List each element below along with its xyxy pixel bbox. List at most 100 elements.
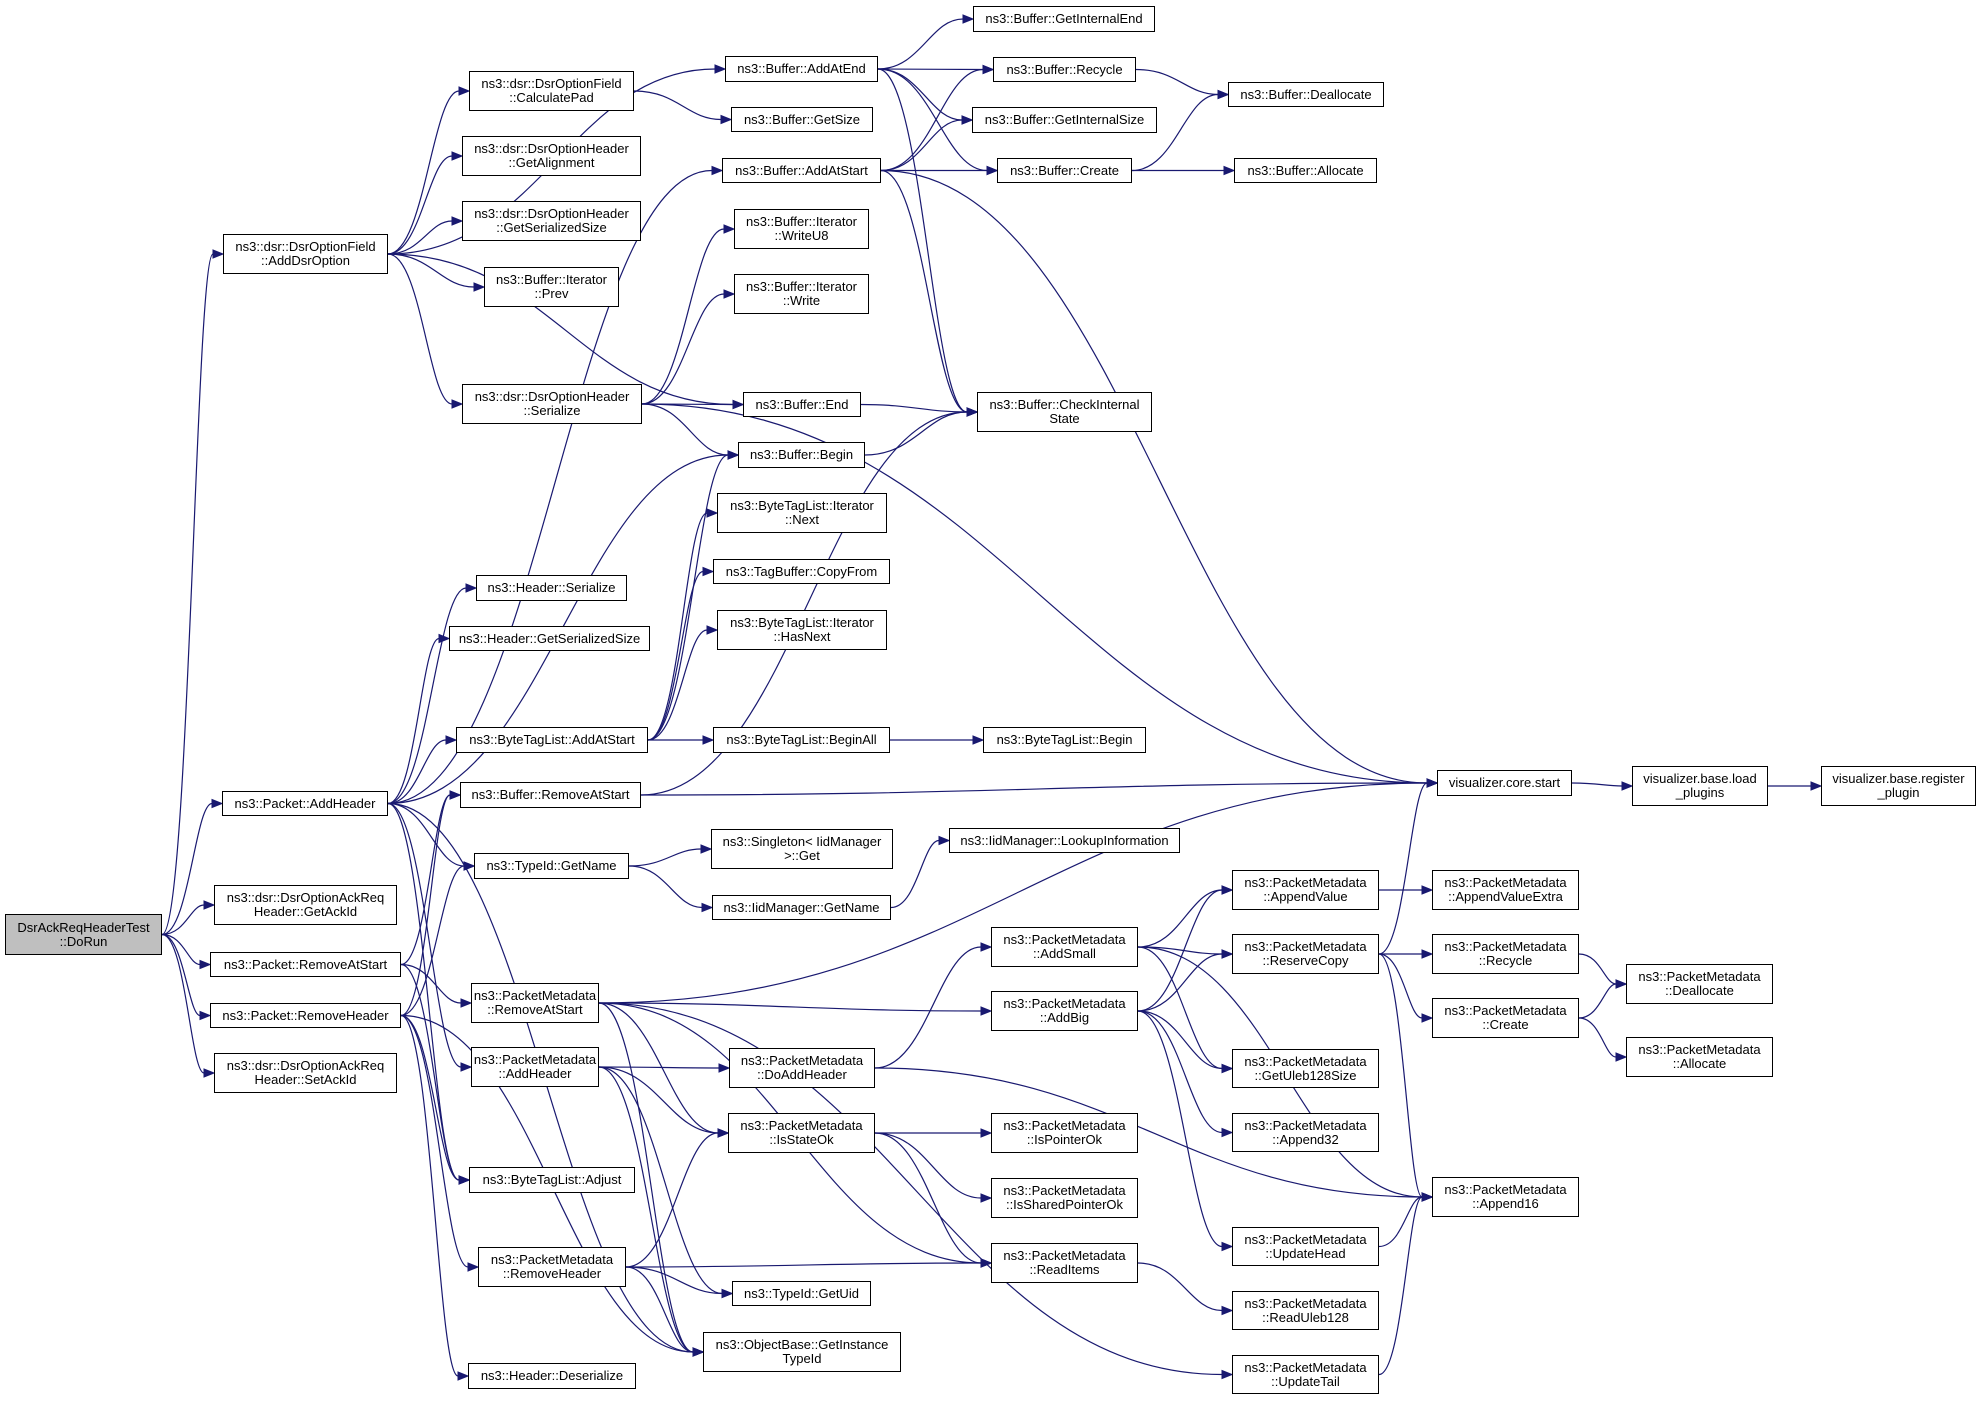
graph-node-iid-lookupinformation[interactable]: ns3::IidManager::LookupInformation: [949, 828, 1180, 853]
graph-node-pm-appendvalue[interactable]: ns3::PacketMetadata ::AppendValue: [1232, 870, 1379, 910]
graph-node-btl-adjust[interactable]: ns3::ByteTagList::Adjust: [469, 1167, 635, 1193]
edge-btl_addatstart-to-tagbuffer_copyfrom: [647, 570, 704, 741]
graph-node-iter-prev[interactable]: ns3::Buffer::Iterator ::Prev: [484, 267, 619, 307]
graph-node-pm-recycle[interactable]: ns3::PacketMetadata ::Recycle: [1432, 934, 1579, 974]
graph-node-hdr-serialize[interactable]: ns3::Header::Serialize: [476, 575, 627, 601]
arrowhead-icon: [732, 399, 745, 410]
graph-node-pm-append16[interactable]: ns3::PacketMetadata ::Append16: [1432, 1177, 1579, 1217]
edge-pm_doaddheader-to-pm_addsmall: [874, 946, 982, 1069]
graph-node-buf-recycle[interactable]: ns3::Buffer::Recycle: [993, 57, 1136, 82]
graph-node-pm-reservecopy[interactable]: ns3::PacketMetadata ::ReserveCopy: [1232, 934, 1379, 974]
graph-node-buf-getsize[interactable]: ns3::Buffer::GetSize: [731, 107, 873, 132]
graph-node-pm-addsmall[interactable]: ns3::PacketMetadata ::AddSmall: [991, 927, 1138, 967]
arrowhead-icon: [1421, 1013, 1434, 1023]
arrowhead-icon: [460, 1062, 473, 1072]
graph-node-pm-doaddheader[interactable]: ns3::PacketMetadata ::DoAddHeader: [729, 1048, 875, 1088]
graph-node-pkt-removeatstart[interactable]: ns3::Packet::RemoveAtStart: [210, 952, 401, 977]
graph-node-pm-readuleb128[interactable]: ns3::PacketMetadata ::ReadUleb128: [1232, 1291, 1379, 1330]
graph-node-setackid[interactable]: ns3::dsr::DsrOptionAckReq Header::SetAck…: [214, 1053, 397, 1093]
graph-node-buf-addatstart[interactable]: ns3::Buffer::AddAtStart: [722, 158, 881, 183]
arrowhead-icon: [701, 902, 714, 913]
graph-node-hdr-getserializedsize[interactable]: ns3::Header::GetSerializedSize: [449, 626, 650, 651]
graph-node-buf-begin[interactable]: ns3::Buffer::Begin: [738, 442, 865, 468]
arrowhead-icon: [1217, 89, 1230, 100]
edge-iid_getname-to-iid_lookupinformation: [890, 839, 940, 909]
edge-dorun-to-pkt_removeheader: [161, 933, 201, 1017]
graph-node-hdr-deserialize[interactable]: ns3::Header::Deserialize: [468, 1363, 636, 1389]
graph-node-calculatepad[interactable]: ns3::dsr::DsrOptionField ::CalculatePad: [469, 71, 634, 111]
graph-node-dorun[interactable]: DsrAckReqHeaderTest ::DoRun: [5, 914, 162, 955]
graph-node-pm-removeheader[interactable]: ns3::PacketMetadata ::RemoveHeader: [478, 1247, 626, 1287]
edge-pm_create-to-pm_allocate: [1578, 1017, 1617, 1058]
graph-node-btliter-hasnext[interactable]: ns3::ByteTagList::Iterator ::HasNext: [717, 610, 887, 650]
edge-typeid_getname-to-iid_getname: [628, 865, 703, 909]
graph-node-pm-issharedpointerok[interactable]: ns3::PacketMetadata ::IsSharedPointerOk: [991, 1178, 1138, 1218]
graph-node-pm-allocate[interactable]: ns3::PacketMetadata ::Allocate: [1626, 1037, 1773, 1077]
graph-node-vis-load-plugins[interactable]: visualizer.base.load _plugins: [1632, 766, 1768, 806]
graph-node-buf-getinternalend[interactable]: ns3::Buffer::GetInternalEnd: [973, 6, 1155, 32]
edge-pm_addbig-to-pm_reservecopy: [1137, 953, 1223, 1012]
edge-dorun-to-pkt_removeatstart: [161, 933, 201, 966]
edge-btl_addatstart-to-buf_begin: [647, 454, 729, 741]
graph-node-pm-getuleb128size[interactable]: ns3::PacketMetadata ::GetUleb128Size: [1232, 1049, 1379, 1088]
edge-pkt_removeheader-to-btl_adjust: [400, 1014, 460, 1181]
graph-node-pm-readitems[interactable]: ns3::PacketMetadata ::ReadItems: [991, 1243, 1138, 1283]
graph-node-vis-register-plugin[interactable]: visualizer.base.register _plugin: [1821, 766, 1976, 806]
edge-pm_removeatstart-to-pm_addbig: [598, 1002, 982, 1012]
graph-node-typeid-getname[interactable]: ns3::TypeId::GetName: [474, 853, 629, 879]
edge-pm_removeheader-to-pm_readitems: [625, 1262, 982, 1268]
graph-node-pm-updatetail[interactable]: ns3::PacketMetadata ::UpdateTail: [1232, 1355, 1379, 1394]
graph-node-pm-updatehead[interactable]: ns3::PacketMetadata ::UpdateHead: [1232, 1227, 1379, 1266]
arrowhead-icon: [449, 790, 462, 800]
graph-node-pm-addheader[interactable]: ns3::PacketMetadata ::AddHeader: [471, 1047, 599, 1087]
graph-node-vis-core-start[interactable]: visualizer.core.start: [1437, 770, 1572, 796]
graph-node-pkt-removeheader[interactable]: ns3::Packet::RemoveHeader: [210, 1003, 401, 1028]
graph-node-pm-removeatstart[interactable]: ns3::PacketMetadata ::RemoveAtStart: [471, 983, 599, 1023]
edge-pm_addsmall-to-pm_getuleb128size: [1137, 946, 1223, 1070]
graph-node-btl-addatstart[interactable]: ns3::ByteTagList::AddAtStart: [456, 727, 648, 753]
graph-node-getinstancetypeid[interactable]: ns3::ObjectBase::GetInstance TypeId: [703, 1332, 901, 1372]
edge-buf_create-to-buf_deallocate: [1131, 93, 1219, 172]
graph-node-adddsroption[interactable]: ns3::dsr::DsrOptionField ::AddDsrOption: [223, 234, 388, 274]
arrowhead-icon: [1221, 1305, 1234, 1316]
arrowhead-icon: [211, 798, 224, 809]
graph-node-btliter-next[interactable]: ns3::ByteTagList::Iterator ::Next: [717, 493, 887, 533]
graph-node-typeid-getuid[interactable]: ns3::TypeId::GetUid: [732, 1281, 871, 1306]
graph-node-buf-getinternalsize[interactable]: ns3::Buffer::GetInternalSize: [972, 107, 1157, 133]
graph-node-pkt-addheader[interactable]: ns3::Packet::AddHeader: [222, 791, 388, 816]
graph-node-iter-writeu8[interactable]: ns3::Buffer::Iterator ::WriteU8: [734, 209, 869, 249]
graph-node-buf-removeatstart[interactable]: ns3::Buffer::RemoveAtStart: [460, 782, 641, 808]
graph-node-btl-begin[interactable]: ns3::ByteTagList::Begin: [983, 727, 1146, 753]
edge-btl_addatstart-to-btliter_next: [647, 512, 708, 741]
graph-node-dsr-getserializedsize[interactable]: ns3::dsr::DsrOptionHeader ::GetSerialize…: [462, 201, 641, 241]
edge-pkt_removeheader-to-buf_removeatstart: [400, 794, 451, 1017]
graph-node-pm-deallocate[interactable]: ns3::PacketMetadata ::Deallocate: [1626, 964, 1773, 1004]
graph-node-btl-beginall[interactable]: ns3::ByteTagList::BeginAll: [713, 727, 890, 753]
graph-node-buf-checkinternalstate[interactable]: ns3::Buffer::CheckInternal State: [977, 392, 1152, 432]
graph-node-buf-addatend[interactable]: ns3::Buffer::AddAtEnd: [725, 56, 878, 82]
arrowhead-icon: [714, 64, 727, 74]
arrowhead-icon: [711, 165, 724, 176]
graph-node-buf-allocate[interactable]: ns3::Buffer::Allocate: [1234, 158, 1377, 183]
graph-node-pm-ispointerok[interactable]: ns3::PacketMetadata ::IsPointerOk: [991, 1113, 1138, 1153]
graph-node-pm-appendvalueextra[interactable]: ns3::PacketMetadata ::AppendValueExtra: [1432, 870, 1579, 910]
edge-adddsroption-to-calculatepad: [387, 90, 460, 255]
edge-buf_recycle-to-buf_deallocate: [1135, 68, 1219, 96]
arrowhead-icon: [702, 735, 715, 745]
graph-node-buf-create[interactable]: ns3::Buffer::Create: [997, 158, 1132, 183]
graph-node-buf-end[interactable]: ns3::Buffer::End: [743, 392, 861, 417]
graph-node-iid-getname[interactable]: ns3::IidManager::GetName: [712, 895, 891, 920]
arrowhead-icon: [460, 998, 473, 1008]
graph-node-getalignment[interactable]: ns3::dsr::DsrOptionHeader ::GetAlignment: [462, 136, 641, 176]
graph-node-iter-write[interactable]: ns3::Buffer::Iterator ::Write: [734, 274, 869, 314]
graph-node-pm-create[interactable]: ns3::PacketMetadata ::Create: [1432, 998, 1579, 1038]
graph-node-pm-isstateok[interactable]: ns3::PacketMetadata ::IsStateOk: [728, 1113, 875, 1153]
graph-node-dsr-serialize[interactable]: ns3::dsr::DsrOptionHeader ::Serialize: [462, 384, 642, 424]
graph-node-getackid[interactable]: ns3::dsr::DsrOptionAckReq Header::GetAck…: [214, 885, 397, 925]
arrowhead-icon: [458, 1175, 471, 1185]
graph-node-singleton-get[interactable]: ns3::Singleton< IidManager >::Get: [711, 829, 893, 869]
graph-node-pm-append32[interactable]: ns3::PacketMetadata ::Append32: [1232, 1113, 1379, 1152]
graph-node-tagbuffer-copyfrom[interactable]: ns3::TagBuffer::CopyFrom: [713, 559, 890, 584]
graph-node-pm-addbig[interactable]: ns3::PacketMetadata ::AddBig: [991, 991, 1138, 1031]
graph-node-buf-deallocate[interactable]: ns3::Buffer::Deallocate: [1228, 82, 1384, 107]
